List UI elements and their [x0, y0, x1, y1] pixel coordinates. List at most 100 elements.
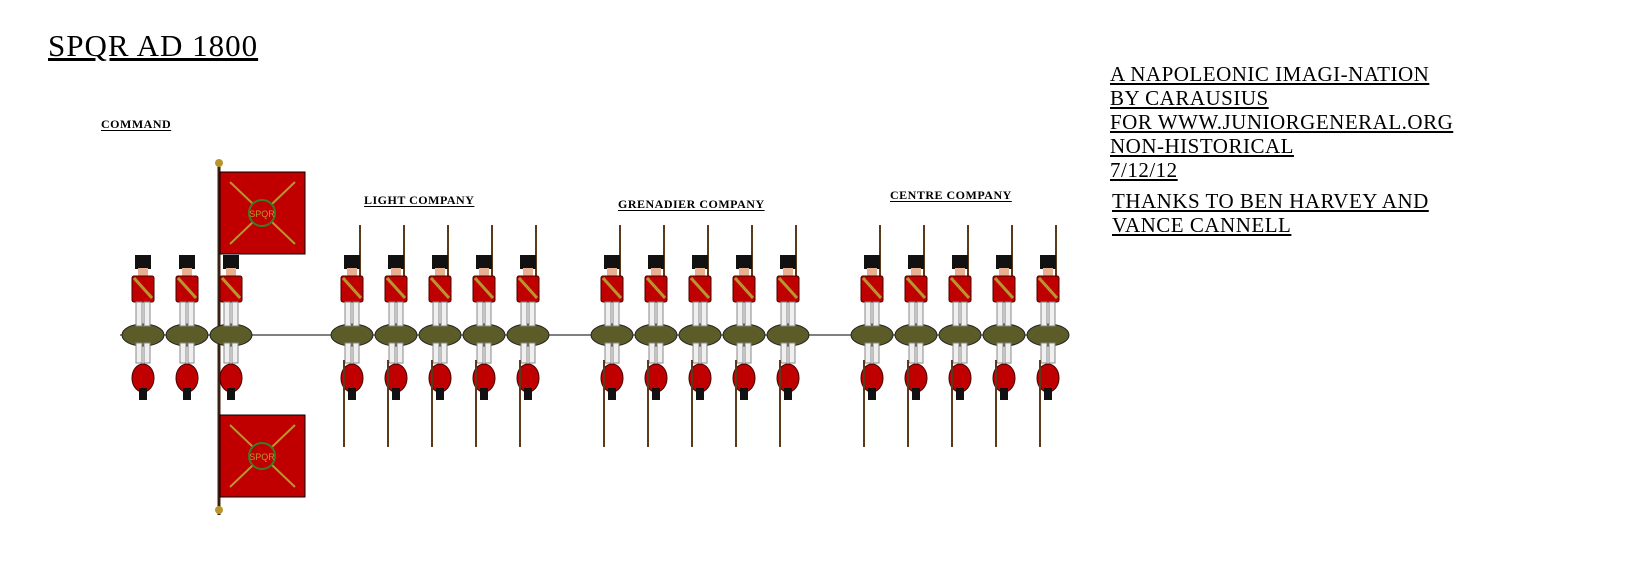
section-label-light: Light Company — [364, 193, 475, 207]
eagle-finial — [215, 159, 223, 167]
leg — [736, 342, 744, 364]
soldier-figure — [634, 225, 678, 447]
belt — [645, 276, 667, 300]
leg — [872, 301, 880, 327]
leg — [736, 301, 744, 327]
shako — [388, 255, 404, 269]
command-figure — [209, 255, 253, 400]
shako — [780, 255, 796, 269]
shako-back — [392, 388, 400, 400]
shako-back — [912, 388, 920, 400]
leg — [780, 301, 788, 327]
shako — [476, 255, 492, 269]
belt — [517, 276, 539, 300]
face — [607, 268, 617, 276]
leg — [1048, 342, 1056, 364]
leg — [187, 301, 195, 327]
page-title: SPQR AD 1800 — [48, 28, 259, 63]
leg — [396, 342, 404, 364]
soldier-figure — [374, 225, 418, 447]
shako — [648, 255, 664, 269]
leg — [612, 342, 620, 364]
figure-base — [894, 323, 938, 347]
soldier-figure — [330, 225, 374, 447]
leg — [916, 301, 924, 327]
leg — [960, 301, 968, 327]
flag-bottom: SPQR — [219, 414, 306, 498]
leg — [143, 301, 151, 327]
belt — [176, 276, 198, 300]
figure-base — [209, 323, 253, 347]
leg — [476, 301, 484, 327]
belt — [993, 276, 1015, 300]
soldier-figure — [1026, 225, 1070, 447]
shako — [1040, 255, 1056, 269]
flag-top: SPQR — [219, 171, 306, 255]
shako-back — [652, 388, 660, 400]
face — [138, 268, 148, 276]
leg — [179, 301, 187, 327]
leg — [520, 342, 528, 364]
flag-text: SPQR — [249, 452, 275, 462]
leg — [476, 342, 484, 364]
leg — [187, 342, 195, 364]
leg — [780, 342, 788, 364]
leg — [484, 342, 492, 364]
shako — [135, 255, 151, 269]
shako-back — [740, 388, 748, 400]
face — [226, 268, 236, 276]
shako — [692, 255, 708, 269]
shako-back — [436, 388, 444, 400]
leg — [179, 342, 187, 364]
belt — [220, 276, 242, 300]
leg — [484, 301, 492, 327]
leg — [692, 301, 700, 327]
face — [391, 268, 401, 276]
shako — [432, 255, 448, 269]
shako-back — [608, 388, 616, 400]
shako-back — [956, 388, 964, 400]
leg — [952, 342, 960, 364]
leg — [352, 342, 360, 364]
leg — [432, 301, 440, 327]
leg — [864, 342, 872, 364]
figure-base — [982, 323, 1026, 347]
belt — [473, 276, 495, 300]
leg — [396, 301, 404, 327]
section-label-grenadier: Grenadier Company — [618, 197, 765, 211]
shako-back — [784, 388, 792, 400]
leg — [692, 342, 700, 364]
figure-base — [1026, 323, 1070, 347]
leg — [135, 342, 143, 364]
leg — [700, 301, 708, 327]
shako — [520, 255, 536, 269]
wreath — [248, 199, 276, 227]
leg — [388, 342, 396, 364]
soldier-figure — [766, 225, 810, 447]
belt — [777, 276, 799, 300]
leg — [135, 301, 143, 327]
leg — [388, 301, 396, 327]
leg — [344, 301, 352, 327]
shako — [736, 255, 752, 269]
section-label-command: Command — [101, 117, 172, 131]
leg — [143, 342, 151, 364]
leg — [648, 301, 656, 327]
leg — [788, 301, 796, 327]
thanks-line: Thanks to Ben Harvey and — [1112, 189, 1429, 213]
shako — [223, 255, 239, 269]
leg — [231, 301, 239, 327]
shako-back — [227, 388, 235, 400]
figure-base — [418, 323, 462, 347]
leg — [1048, 301, 1056, 327]
shako — [864, 255, 880, 269]
leg — [432, 342, 440, 364]
leg — [223, 301, 231, 327]
credit-date: 7/12/12 — [1110, 158, 1178, 182]
face — [695, 268, 705, 276]
coat-back — [175, 363, 199, 393]
belt — [949, 276, 971, 300]
face — [867, 268, 877, 276]
